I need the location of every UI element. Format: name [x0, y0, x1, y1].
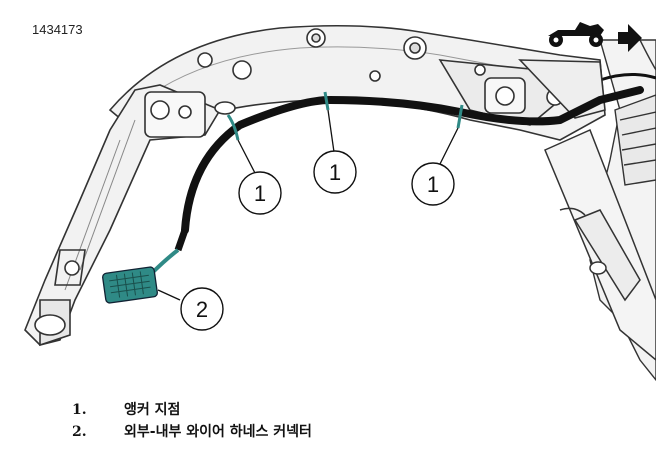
leader-lines — [157, 109, 459, 301]
legend: 1. 앵커 지점 2. 외부-내부 와이어 하네스 커넥터 — [72, 399, 632, 443]
svg-text:2: 2 — [196, 297, 208, 322]
callout-2: 2 — [180, 287, 224, 331]
callout-1-right: 1 — [411, 162, 455, 206]
svg-text:1: 1 — [254, 181, 266, 206]
frame-left-rail — [24, 84, 236, 347]
harness-connector — [102, 266, 158, 304]
legend-number: 2. — [72, 424, 87, 440]
callout-1-left: 1 — [238, 171, 282, 215]
legend-item: 2. 외부-내부 와이어 하네스 커넥터 — [72, 421, 632, 443]
figure-id: 1434173 — [32, 22, 83, 37]
svg-text:1: 1 — [329, 160, 341, 185]
motorcycle-front-direction-icon — [548, 22, 642, 52]
legend-text: 외부-내부 와이어 하네스 커넥터 — [124, 424, 312, 440]
legend-item: 1. 앵커 지점 — [72, 399, 632, 421]
frame-down-tube — [544, 128, 656, 361]
legend-number: 1. — [72, 402, 87, 418]
legend-text: 앵커 지점 — [124, 402, 181, 418]
frame-backbone — [108, 24, 606, 141]
svg-text:1: 1 — [427, 172, 439, 197]
wire-harness — [148, 86, 644, 277]
callout-1-center: 1 — [313, 150, 357, 194]
